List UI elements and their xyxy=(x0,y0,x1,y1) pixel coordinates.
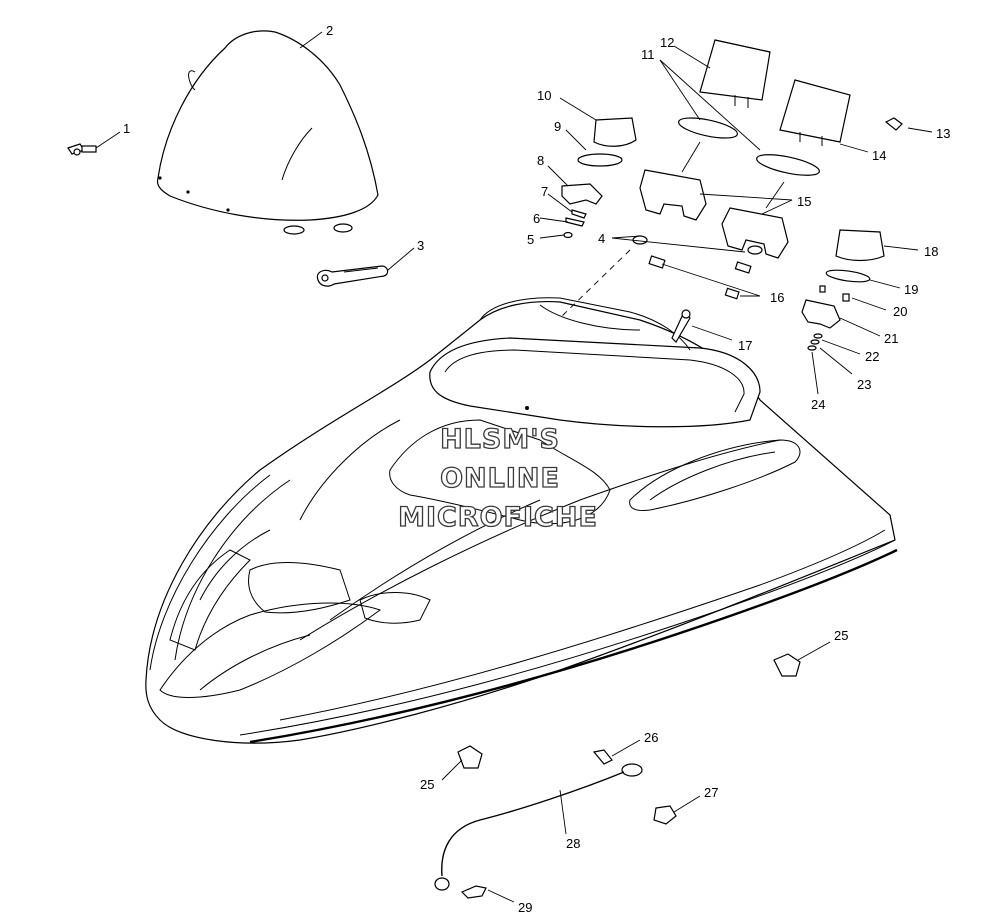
parts-gauges xyxy=(639,39,903,259)
part-9-lens xyxy=(577,153,623,167)
part-1-push-rivet xyxy=(67,143,97,156)
callout-10: 10 xyxy=(537,88,551,103)
parts-tether xyxy=(434,749,677,899)
callout-15: 15 xyxy=(797,194,811,209)
callout-4: 4 xyxy=(598,231,605,246)
callout-28: 28 xyxy=(566,836,580,851)
tether-eyelet-top xyxy=(621,763,643,777)
watermark-line-1: HLSM'S xyxy=(440,424,560,455)
callout-21: 21 xyxy=(884,331,898,346)
part-5-nut xyxy=(563,231,573,239)
callout-16: 16 xyxy=(770,290,784,305)
callout-24: 24 xyxy=(811,397,825,412)
part-8-housing xyxy=(561,183,603,205)
hood-body xyxy=(145,297,898,744)
part-10-light xyxy=(593,117,637,147)
callout-11: 11 xyxy=(641,47,655,62)
part-7-washer xyxy=(571,209,587,219)
callout-8: 8 xyxy=(537,153,544,168)
callout-12: 12 xyxy=(660,35,674,50)
callout-27: 27 xyxy=(704,785,718,800)
callout-18: 18 xyxy=(924,244,938,259)
callout-26: 26 xyxy=(644,730,658,745)
callout-5: 5 xyxy=(527,232,534,247)
callout-25-right: 25 xyxy=(834,628,848,643)
parts-small-hardware xyxy=(561,117,763,255)
callout-1: 1 xyxy=(123,121,130,136)
watermark: HLSM'S ONLINE MICROFICHE xyxy=(397,423,598,533)
part-3-strap xyxy=(316,265,389,287)
leader-lines xyxy=(95,31,933,903)
part-2-windshield xyxy=(156,30,379,235)
watermark-line-2: ONLINE xyxy=(440,463,560,494)
callout-14: 14 xyxy=(872,148,886,163)
tether-eyelet-bottom xyxy=(434,877,450,891)
part-25-knob xyxy=(457,653,801,769)
callout-22: 22 xyxy=(865,349,879,364)
callout-25-left: 25 xyxy=(420,777,434,792)
callout-29: 29 xyxy=(518,900,532,915)
callout-6: 6 xyxy=(533,211,540,226)
part-29-rivet xyxy=(460,885,487,899)
part-26-bolt xyxy=(592,749,613,765)
callout-20: 20 xyxy=(893,304,907,319)
callout-17: 17 xyxy=(738,338,752,353)
callout-7: 7 xyxy=(541,184,548,199)
callout-13: 13 xyxy=(936,126,950,141)
callout-3: 3 xyxy=(417,238,424,253)
callout-2: 2 xyxy=(326,23,333,38)
part-6-screw xyxy=(565,217,585,227)
watermark-line-3: MICROFICHE xyxy=(398,502,598,533)
callout-numbers: 1 2 3 4 5 6 7 8 9 10 11 12 13 14 15 16 1… xyxy=(123,23,950,915)
parts-16-17 xyxy=(648,255,752,343)
callout-9: 9 xyxy=(554,119,561,134)
callout-19: 19 xyxy=(904,282,918,297)
parts-18-24 xyxy=(801,229,885,351)
callout-23: 23 xyxy=(857,377,871,392)
part-27-nut xyxy=(653,805,677,825)
